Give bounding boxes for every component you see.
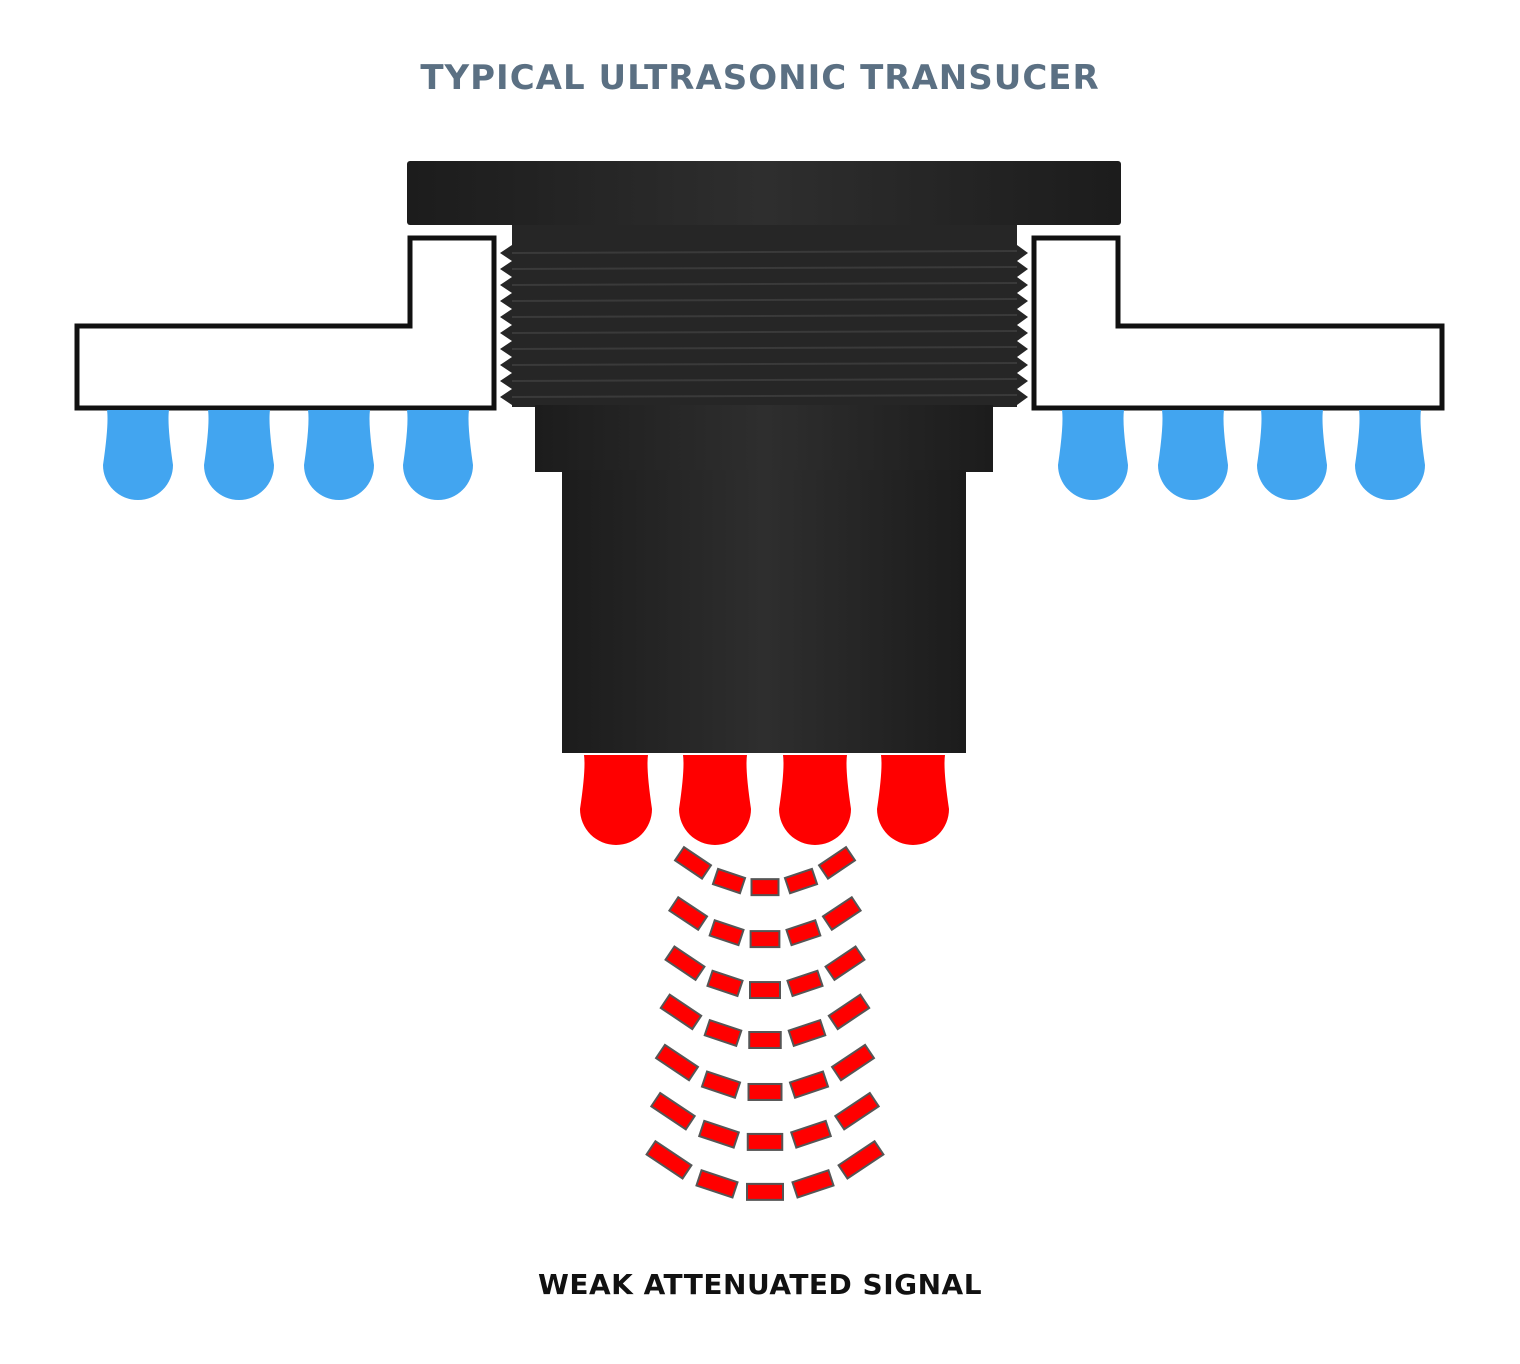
signal-wave-segment	[785, 919, 822, 947]
drip	[779, 755, 851, 845]
signal-wave-segment	[788, 1070, 830, 1099]
mount-wall-right	[1031, 235, 1445, 411]
thread-groove	[511, 266, 1018, 270]
signal-wave-segment	[700, 1070, 742, 1099]
thread-groove	[511, 362, 1018, 366]
signal-wave-segment	[703, 1018, 743, 1048]
drip	[1158, 410, 1228, 500]
drip	[304, 410, 374, 500]
signal-wave-segment	[749, 981, 781, 1000]
signal-wave-segment	[659, 993, 703, 1031]
signal-wave-segment	[746, 1182, 784, 1201]
condensation-drips-face	[580, 755, 949, 845]
transducer-body	[562, 470, 966, 753]
signal-wave-segment	[791, 1169, 835, 1199]
signal-wave-segment	[645, 1139, 693, 1180]
signal-caption: WEAK ATTENUATED SIGNAL	[537, 1268, 983, 1301]
thread-groove	[511, 250, 1018, 254]
signal-wave-segment	[837, 1139, 885, 1180]
drip	[403, 410, 473, 500]
signal-wave-segment	[783, 867, 819, 895]
water-drips-left	[103, 410, 473, 500]
signal-wave-segment	[746, 1132, 784, 1151]
transducer-neck	[535, 405, 993, 472]
signal-wave-segment	[817, 845, 857, 880]
signal-wave-segment	[697, 1119, 741, 1149]
thread-groove	[511, 394, 1018, 398]
thread-groove	[511, 378, 1018, 382]
signal-wave-segment	[649, 1091, 697, 1131]
signal-wave-segment	[787, 1018, 827, 1048]
signal-wave-icon	[645, 845, 885, 1201]
signal-wave-segment	[824, 945, 866, 982]
drip	[679, 755, 751, 845]
signal-wave-segment	[711, 867, 747, 895]
drip	[1058, 410, 1128, 500]
drip	[877, 755, 949, 845]
mount-wall-left	[74, 235, 497, 411]
drip	[103, 410, 173, 500]
thread-groove	[511, 314, 1018, 318]
signal-wave-segment	[830, 1043, 876, 1082]
signal-wave-segment	[747, 1082, 783, 1101]
thread-teeth-left	[500, 245, 512, 405]
thread-groove	[511, 298, 1018, 302]
signal-wave-segment	[827, 993, 871, 1031]
thread-groove	[511, 282, 1018, 286]
transducer-thread	[500, 225, 1028, 407]
signal-wave-segment	[833, 1091, 881, 1131]
signal-wave-segment	[749, 930, 781, 949]
drip	[204, 410, 274, 500]
signal-wave-segment	[706, 969, 744, 998]
drip	[1257, 410, 1327, 500]
thread-teeth-right	[1017, 245, 1028, 405]
signal-wave-segment	[750, 878, 780, 897]
signal-wave-segment	[786, 969, 824, 998]
signal-wave-segment	[664, 945, 706, 982]
signal-wave-segment	[654, 1043, 700, 1082]
drip	[1355, 410, 1425, 500]
signal-wave-segment	[695, 1169, 739, 1199]
signal-wave-segment	[708, 919, 745, 947]
signal-wave-segment	[748, 1031, 782, 1050]
diagram-title: TYPICAL ULTRASONIC TRANSUCER	[420, 58, 1100, 98]
transducer-flange	[407, 161, 1121, 225]
drip	[580, 755, 652, 845]
signal-wave-segment	[673, 845, 713, 880]
signal-wave-segment	[789, 1119, 833, 1149]
signal-wave-segment	[667, 895, 709, 932]
water-drips-right	[1058, 410, 1425, 500]
thread-groove	[511, 346, 1018, 350]
signal-wave-segment	[821, 895, 863, 932]
thread-groove	[511, 330, 1018, 334]
